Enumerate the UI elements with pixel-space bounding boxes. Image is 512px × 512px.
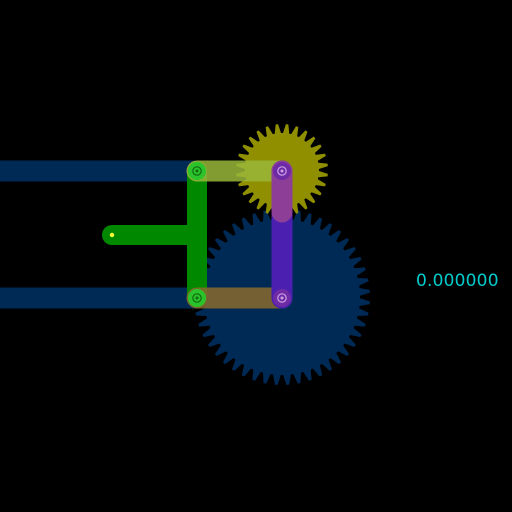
- handle-tip-marker: [109, 232, 115, 238]
- angle-readout: 0.000000: [416, 271, 499, 291]
- joint-green-bottom[interactable]: [188, 289, 206, 307]
- joint-purple-top[interactable]: [273, 162, 291, 180]
- joint-purple-bottom[interactable]: [273, 289, 291, 307]
- joint-green-top[interactable]: [188, 162, 206, 180]
